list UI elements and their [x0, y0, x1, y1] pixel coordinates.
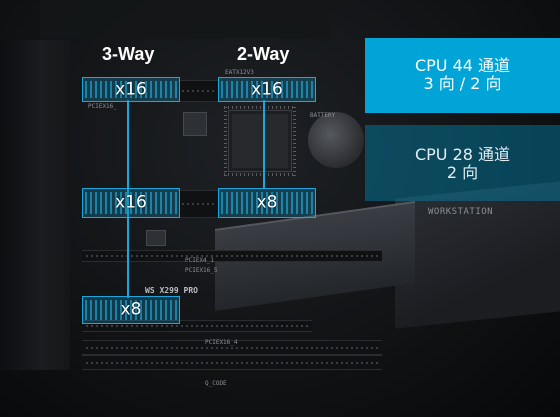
pcie-slot-1-highlight: x16 — [82, 77, 180, 102]
battery-label: BATTERY — [310, 112, 336, 119]
slot-3-lane-label: x8 — [120, 299, 142, 320]
cpu-28-lanes-title: CPU 28 通道 — [414, 145, 511, 164]
two-way-heading: 2-Way — [237, 44, 290, 64]
pcie-slot — [82, 355, 382, 370]
pcie-slot — [82, 250, 382, 262]
pciex16-5-label: PCIEX16_5 — [185, 267, 218, 274]
model-label: WS X299 PRO — [145, 286, 198, 295]
eatx-label: EATX12V3 — [225, 69, 254, 76]
small-chip — [183, 112, 207, 136]
pciex16-4-label: PCIEX16_4 — [205, 339, 238, 346]
board-edge — [0, 40, 70, 370]
io-shroud — [395, 181, 560, 329]
pcie-slot-1-highlight-two-way: x16 — [218, 77, 316, 102]
cpu-28-lanes-config: 2 向 — [446, 163, 479, 182]
pcie-slot-3-highlight: x8 — [82, 296, 180, 324]
pcie-slot-segment — [178, 80, 218, 102]
two-way-connector-line — [263, 100, 265, 188]
pcie-slot-2-highlight: x16 — [82, 188, 180, 218]
pcie-slot-segment — [178, 190, 218, 218]
pciex4-1-label: PCIEX4_1 — [185, 257, 214, 264]
slot-2-lane-label: x16 — [115, 192, 147, 213]
cpu-28-lanes-box: CPU 28 通道 2 向 — [365, 125, 560, 201]
cmos-battery — [308, 112, 364, 168]
slot-1-lane-label: x16 — [115, 79, 147, 99]
board-top-area — [40, 0, 330, 38]
workstation-label: WORKSTATION — [428, 207, 494, 217]
controller-chip — [224, 106, 296, 176]
small-chip — [146, 230, 166, 246]
slot-2-two-way-lane-label: x8 — [256, 192, 278, 213]
pcie-slot — [82, 340, 382, 355]
cpu-44-lanes-box: CPU 44 通道 3 向 / 2 向 — [365, 38, 560, 113]
slot-1-two-way-lane-label: x16 — [251, 79, 283, 99]
cpu-44-lanes-config: 3 向 / 2 向 — [423, 74, 502, 93]
pciex16-1-label: PCIEX16_ — [88, 103, 117, 110]
qcode-label: Q_CODE — [205, 380, 227, 387]
cpu-44-lanes-title: CPU 44 通道 — [414, 56, 511, 75]
three-way-heading: 3-Way — [102, 44, 155, 64]
pcie-slot-2-highlight-two-way: x8 — [218, 188, 316, 218]
